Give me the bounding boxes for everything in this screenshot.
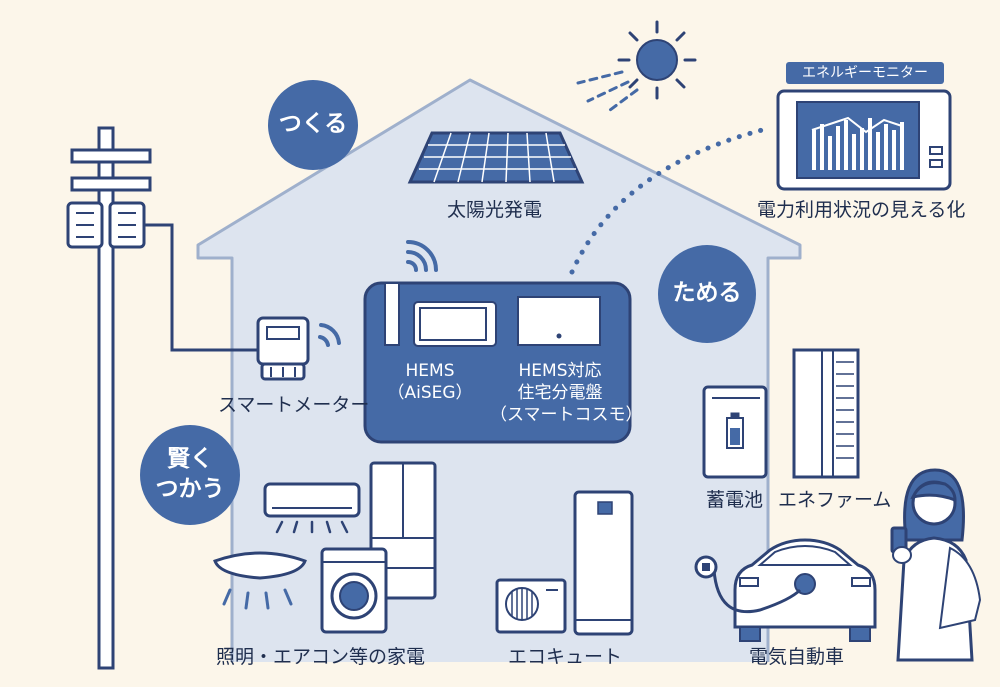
solar-panel-icon — [407, 131, 585, 184]
panel-label-line2: 住宅分電盤 — [517, 383, 603, 404]
badge-store-label: ためる — [672, 280, 742, 307]
label-solar: 太陽光発電 — [447, 199, 543, 221]
ceiling-light-icon — [213, 551, 307, 610]
label-appliances: 照明・エアコン等の家電 — [216, 646, 426, 668]
ecocute-icon — [495, 490, 634, 636]
hems-label-line2: （AiSEG） — [387, 383, 473, 404]
panel-label-line3: （スマートコスモ） — [490, 405, 643, 426]
panel-label-line1: HEMS対応 — [518, 361, 602, 381]
smart-meter-icon — [256, 316, 310, 381]
label-ev: 電気自動車 — [749, 646, 845, 668]
monitor-title: エネルギーモニター — [786, 62, 944, 84]
badge-use-label-line1: 賢く — [167, 446, 213, 473]
hems-label-line1: HEMS — [405, 361, 455, 381]
air-conditioner-icon — [263, 482, 361, 534]
washing-machine-icon — [320, 547, 388, 634]
hems-label: HEMS （AiSEG） — [380, 360, 480, 404]
energy-monitor-icon — [776, 89, 952, 191]
panel-label: HEMS対応 住宅分電盤 （スマートコスモ） — [490, 360, 643, 426]
badge-store: ためる — [658, 245, 756, 343]
wifi-icon-hems — [406, 240, 438, 272]
enefarm-icon — [792, 348, 860, 479]
badge-use: 賢く つかう — [140, 425, 240, 525]
storage-battery-icon — [702, 385, 768, 479]
label-battery: 蓄電池 — [706, 489, 764, 511]
wifi-icon-meter — [318, 323, 341, 347]
charging-cable-icon — [694, 555, 802, 614]
badge-make-label: つくる — [278, 111, 348, 138]
label-enefarm: エネファーム — [778, 489, 892, 511]
power-line — [144, 223, 258, 352]
sunlight-rays — [576, 70, 639, 115]
label-ecocute: エコキュート — [508, 646, 623, 668]
person-with-smartphone-icon — [890, 468, 982, 662]
hems-panel — [363, 281, 632, 444]
utility-pole-icon — [66, 126, 152, 670]
label-smart-meter: スマートメーター — [218, 394, 370, 416]
sun-icon — [617, 20, 697, 100]
badge-make: つくる — [268, 80, 358, 170]
badge-use-label-line2: つかう — [155, 476, 225, 502]
label-monitor: 電力利用状況の見える化 — [757, 199, 966, 221]
